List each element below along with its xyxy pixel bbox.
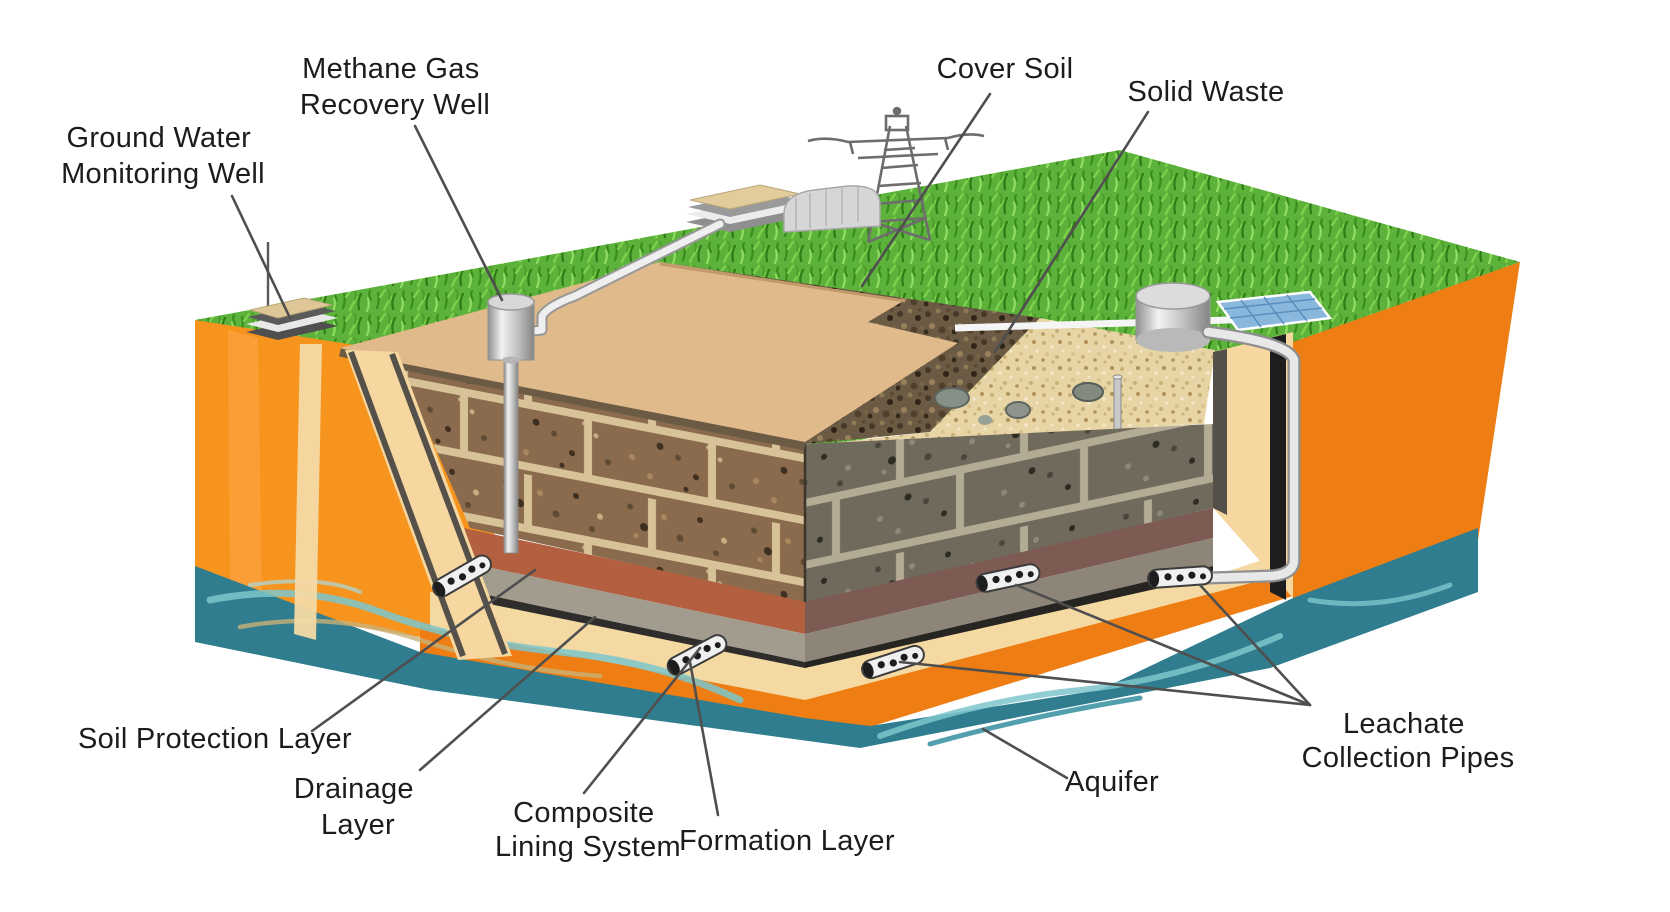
leachate-riser-pipe xyxy=(1201,325,1301,585)
label-ground-water-monitoring-well: Ground Water Monitoring Well xyxy=(61,122,265,190)
solid-waste-bales-right xyxy=(805,424,1213,602)
scene xyxy=(195,106,1520,748)
right-soil-face xyxy=(1293,262,1520,600)
label-aquifer: Aquifer xyxy=(1065,766,1159,798)
leader-solid-waste xyxy=(993,110,1150,354)
rocks xyxy=(934,382,1104,425)
aquifer-water xyxy=(195,528,1478,748)
methane-well-icon xyxy=(487,293,535,554)
leader-cover-soil xyxy=(860,92,992,288)
solid-waste-bales-left xyxy=(398,362,805,602)
cover-soil-back-edge xyxy=(659,262,906,303)
label-methane-gas-recovery-well: Methane Gas Recovery Well xyxy=(300,53,490,121)
monitoring-well-icon xyxy=(246,242,338,340)
leader-leachate-3 xyxy=(898,660,1312,707)
drain-panel-icon xyxy=(1215,290,1333,332)
label-composite-lining-system: Composite Lining System xyxy=(495,797,681,863)
leader-ground-water-monitoring-well xyxy=(230,194,292,320)
cut-face-liner-black xyxy=(1270,334,1286,600)
leachate-tank-icon xyxy=(1135,282,1211,352)
gas-pipe xyxy=(499,218,726,340)
label-cover-soil: Cover Soil xyxy=(937,53,1074,85)
leader-aquifer xyxy=(981,727,1069,780)
label-solid-waste: Solid Waste xyxy=(1128,76,1285,108)
leachate-pipe-5 xyxy=(1146,564,1214,590)
cut-face-liner-gray xyxy=(1213,349,1227,515)
labels: Ground Water Monitoring Well Methane Gas… xyxy=(61,53,1514,863)
label-formation-layer: Formation Layer xyxy=(679,825,895,857)
leader-methane-gas-recovery-well xyxy=(413,124,504,302)
transmission-tower-icon xyxy=(807,106,985,244)
leader-lines xyxy=(230,92,1312,817)
leader-composite-lining-system xyxy=(582,646,702,795)
label-leachate-collection-pipes: Leachate Collection Pipes xyxy=(1302,708,1515,774)
sandy-waste-surface xyxy=(805,318,1215,446)
leader-leachate-2 xyxy=(1014,583,1312,707)
left-face-highlight xyxy=(228,330,262,602)
label-soil-protection-layer: Soil Protection Layer xyxy=(78,723,352,755)
leader-drainage-layer xyxy=(418,615,597,772)
leader-leachate-1 xyxy=(1198,583,1312,707)
gas-facility-icon xyxy=(686,184,881,233)
soil-protection-layer-left xyxy=(435,522,805,634)
leader-soil-protection-layer xyxy=(310,568,537,733)
label-drainage-layer: Drainage Layer xyxy=(294,773,422,841)
monitoring-well-casing xyxy=(294,344,322,640)
drainage-layer-right xyxy=(805,538,1213,662)
slope-liner-strip-1 xyxy=(348,350,466,658)
leader-formation-layer xyxy=(688,660,720,817)
